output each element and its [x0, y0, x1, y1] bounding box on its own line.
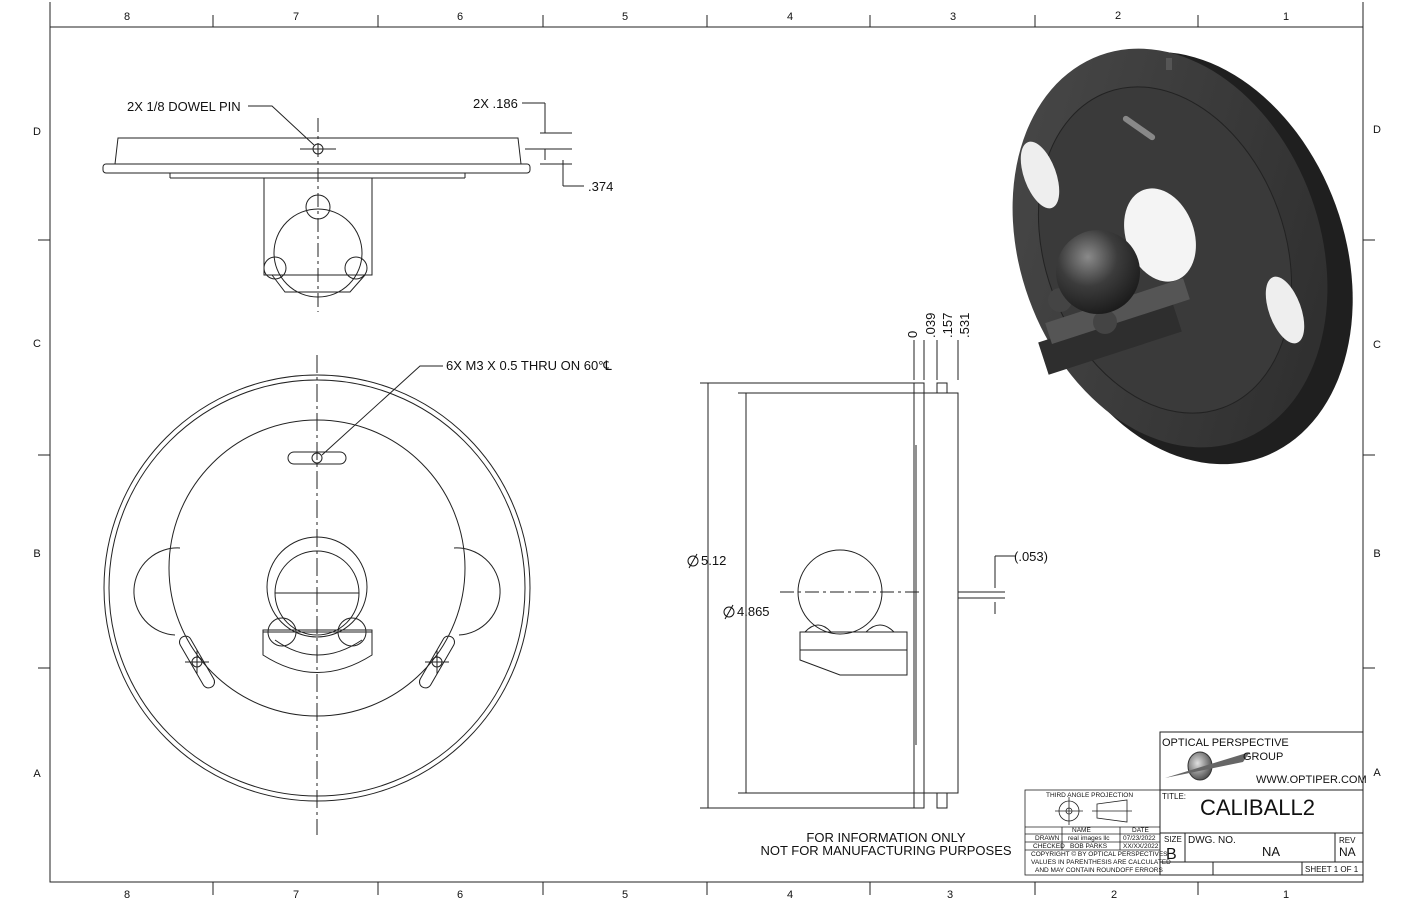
zone-top-1: 1 — [1283, 11, 1289, 23]
sheet-frame — [38, 2, 1375, 895]
zone-bottom-2: 2 — [1111, 889, 1117, 901]
top-view — [102, 102, 584, 312]
zone-right-c: C — [1373, 339, 1381, 351]
isometric-view — [1012, 48, 1353, 465]
sheet-number: SHEET 1 OF 1 — [1305, 865, 1359, 874]
company-name-line1: OPTICAL PERSPECTIVE — [1162, 737, 1289, 749]
dim-053: (.053) — [1014, 549, 1048, 564]
zone-right-b: B — [1373, 548, 1380, 560]
drawn-name: real images llc — [1068, 835, 1110, 842]
rev-value: NA — [1339, 845, 1356, 859]
drawn-date: 07/23/2022 — [1123, 835, 1156, 842]
dia-4865-label: 4.865 — [723, 604, 770, 620]
notice-line1: FOR INFORMATION ONLY — [806, 830, 965, 845]
rev-label: REV — [1339, 836, 1356, 845]
zone-top-5: 5 — [622, 11, 628, 23]
zone-left-b: B — [33, 548, 40, 560]
size-label: SIZE — [1164, 835, 1182, 844]
drawn-label: DRAWN — [1035, 835, 1060, 842]
zone-left-a: A — [33, 768, 41, 780]
zone-top-2: 2 — [1115, 10, 1121, 22]
dia-4865: 4.865 — [737, 604, 770, 619]
zone-right-a: A — [1373, 767, 1381, 779]
zone-bottom-5: 5 — [622, 889, 628, 901]
zone-bottom-4: 4 — [787, 889, 793, 901]
zone-top-6: 6 — [457, 11, 463, 23]
notice-line2: NOT FOR MANUFACTURING PURPOSES — [760, 843, 1011, 858]
calc-note-2: AND MAY CONTAIN ROUNDOFF ERRORS — [1035, 867, 1164, 874]
name-header: NAME — [1072, 827, 1091, 834]
drawing-title: CALIBALL2 — [1200, 795, 1315, 820]
date-header: DATE — [1132, 827, 1150, 834]
checked-date: XX/XX/2022 — [1123, 843, 1159, 850]
front-view — [103, 355, 531, 835]
side-view — [700, 340, 1015, 809]
title-block — [1159, 731, 1364, 876]
calc-note-1: VALUES IN PARENTHESIS ARE CALCULATED — [1031, 859, 1171, 866]
dia-512-label: 5.12 — [687, 553, 726, 569]
dia-512: 5.12 — [701, 553, 726, 568]
dwg-no-label: DWG. NO. — [1188, 835, 1236, 846]
zone-top-4: 4 — [787, 11, 793, 23]
size-value: B — [1166, 846, 1177, 863]
dim-039: .039 — [923, 313, 938, 338]
dwg-no-value: NA — [1262, 844, 1280, 859]
hole-callout: 6X M3 X 0.5 THRU ON 60°℄ — [446, 358, 612, 373]
dowel-pin-callout: 2X 1/8 DOWEL PIN — [127, 99, 241, 114]
zone-top-8: 8 — [124, 11, 130, 23]
checked-name: BOB PARKS — [1070, 843, 1108, 850]
checked-label: CHECKED — [1033, 843, 1065, 850]
zone-bottom-1: 1 — [1283, 889, 1289, 901]
zone-left-c: C — [33, 338, 41, 350]
projection-label: THIRD ANGLE PROJECTION — [1046, 792, 1133, 799]
company-website: WWW.OPTIPER.COM — [1256, 774, 1367, 786]
copyright-note: COPYRIGHT © BY OPTICAL PERSPECTIVES — [1031, 850, 1168, 858]
dim-2x-186: 2X .186 — [473, 96, 518, 111]
zone-right-d: D — [1373, 124, 1381, 136]
company-name-line2: GROUP — [1243, 751, 1283, 763]
zone-bottom-8: 8 — [124, 889, 130, 901]
zone-bottom-6: 6 — [457, 889, 463, 901]
company-logo — [1165, 751, 1250, 781]
title-label: TITLE: — [1162, 792, 1186, 801]
dim-531: .531 — [957, 313, 972, 338]
dim-157: .157 — [940, 313, 955, 338]
zone-bottom-3: 3 — [947, 889, 953, 901]
zone-top-7: 7 — [293, 11, 299, 23]
zone-left-d: D — [33, 126, 41, 138]
dim-0: 0 — [905, 331, 920, 338]
dim-374: .374 — [588, 179, 613, 194]
zone-bottom-7: 7 — [293, 889, 299, 901]
zone-top-3: 3 — [950, 11, 956, 23]
